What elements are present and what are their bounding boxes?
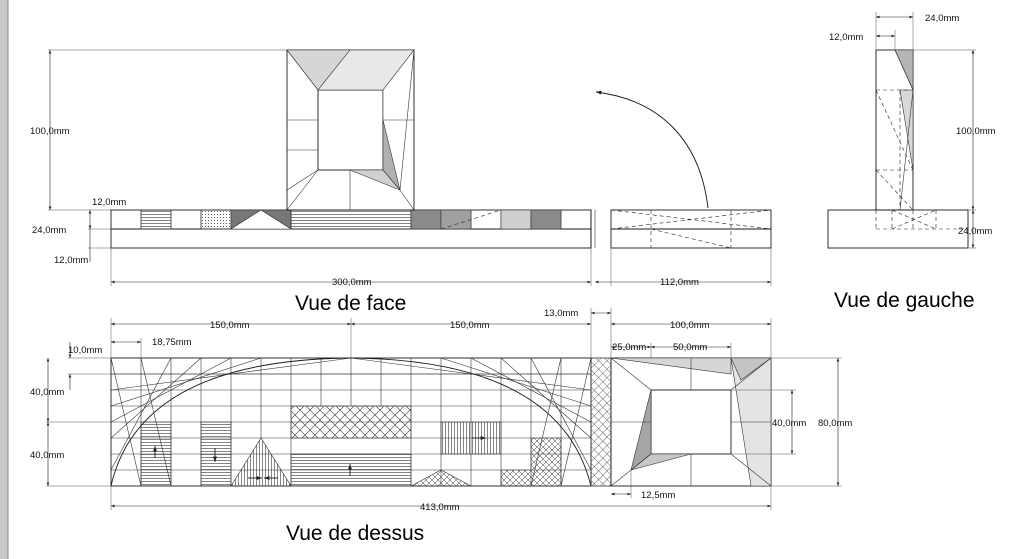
dim-top-40-a: 40,0mm	[30, 387, 64, 398]
dim-left-24-top: 24,0mm	[925, 13, 959, 24]
dim-front-300: 300,0mm	[332, 277, 372, 288]
top-view: 150,0mm 150,0mm 13,0mm 100,0mm 18,75mm 1…	[30, 308, 852, 545]
title-front-view: Vue de face	[295, 292, 406, 315]
dim-top-12-5: 12,5mm	[641, 490, 675, 501]
dim-top-13: 13,0mm	[544, 308, 578, 319]
title-left-view: Vue de gauche	[834, 289, 975, 312]
dim-front-24: 24,0mm	[32, 225, 66, 236]
dim-left-24-bot: 24,0mm	[958, 226, 992, 237]
title-top-view: Vue de dessus	[286, 522, 424, 545]
window-edge	[0, 0, 8, 559]
dim-top-50: 50,0mm	[673, 342, 707, 353]
dim-front-12-top: 12,0mm	[92, 197, 126, 208]
dim-top-25: 25,0mm	[612, 342, 646, 353]
dim-front-height: 100,0mm	[30, 126, 70, 137]
dim-top-80: 80,0mm	[818, 418, 852, 429]
dim-top-413: 413,0mm	[420, 502, 460, 513]
dim-top-150-a: 150,0mm	[210, 320, 250, 331]
dim-left-12: 12,0mm	[829, 32, 863, 43]
dim-top-40-b: 40,0mm	[30, 450, 64, 461]
rotated-side-piece: 112,0mm	[595, 90, 772, 288]
dim-top-150-b: 150,0mm	[450, 320, 490, 331]
front-view: 100,0mm 12,0mm 24,0mm 12,0mm 300,0mm Vue…	[30, 48, 596, 315]
dim-top-40-right: 40,0mm	[772, 418, 806, 429]
dim-top-18-75: 18,75mm	[152, 337, 192, 348]
left-view: 24,0mm 12,0mm 100,0mm 24,0mm Vue de gauc…	[827, 12, 996, 312]
dim-side-112: 112,0mm	[660, 277, 699, 288]
dim-front-12-bot: 12,0mm	[54, 255, 88, 266]
dim-left-100: 100,0mm	[956, 126, 996, 137]
dim-top-10: 10,0mm	[68, 345, 102, 356]
dim-top-100: 100,0mm	[670, 320, 710, 331]
